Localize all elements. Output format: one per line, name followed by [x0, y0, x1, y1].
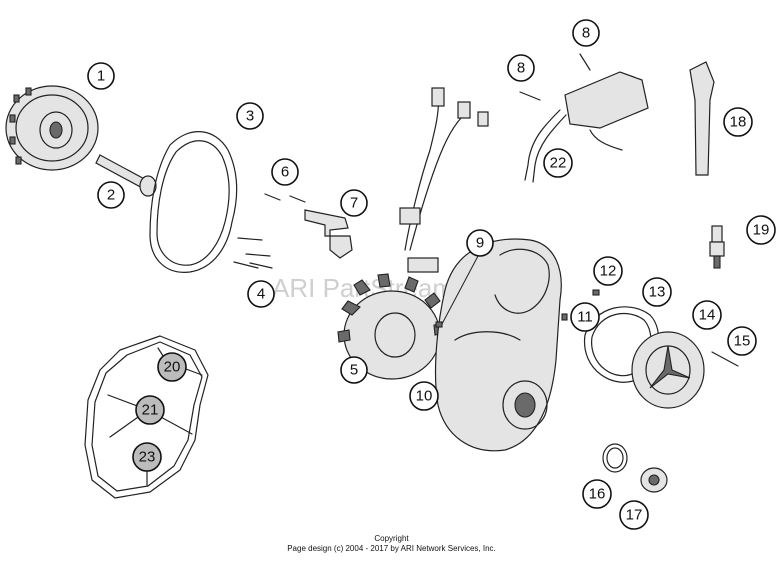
svg-text:6: 6	[281, 164, 289, 181]
part-coil-bolt-a[interactable]	[519, 91, 541, 101]
callout-13[interactable]: 13	[642, 277, 672, 307]
svg-text:8: 8	[517, 60, 525, 77]
svg-text:1: 1	[97, 68, 105, 85]
part-cover-bolt[interactable]	[711, 351, 739, 367]
callout-18[interactable]: 18	[723, 107, 753, 137]
footer-page-design: Page design (c) 2004 - 2017 by ARI Netwo…	[287, 544, 496, 553]
callout-2[interactable]: 2	[97, 181, 125, 209]
callout-21[interactable]: 21	[135, 395, 165, 425]
part-spark-plug-connector[interactable]	[689, 61, 715, 176]
svg-text:9: 9	[476, 235, 484, 252]
callout-15[interactable]: 15	[727, 326, 757, 356]
callout-20[interactable]: 20	[157, 352, 187, 382]
part-cover-gasket[interactable]	[149, 131, 238, 273]
svg-text:17: 17	[626, 507, 643, 524]
footer-copyright: Copyright	[374, 534, 409, 543]
part-spark-plug[interactable]	[709, 225, 725, 269]
part-plug-11[interactable]	[561, 313, 568, 321]
part-stator-harness[interactable]	[337, 87, 489, 380]
callout-6[interactable]: 6	[271, 158, 299, 186]
part-cable-bracket[interactable]	[304, 209, 353, 259]
callout-12[interactable]: 12	[593, 256, 623, 286]
callout-19[interactable]: 19	[746, 215, 776, 245]
callout-3[interactable]: 3	[236, 102, 264, 130]
callout-23[interactable]: 23	[132, 442, 162, 472]
callout-17[interactable]: 17	[619, 500, 649, 530]
part-screw-plug[interactable]	[640, 467, 668, 493]
callout-16[interactable]: 16	[582, 479, 612, 509]
part-ignition-coil[interactable]	[524, 71, 649, 183]
svg-text:3: 3	[246, 108, 254, 125]
callout-14[interactable]: 14	[692, 300, 722, 330]
svg-text:20: 20	[164, 359, 181, 376]
svg-text:4: 4	[257, 286, 265, 303]
svg-text:23: 23	[139, 449, 156, 466]
part-flywheel-rotor[interactable]	[5, 85, 99, 171]
callout-22[interactable]: 22	[543, 148, 573, 178]
svg-text:18: 18	[730, 114, 747, 131]
callout-10[interactable]: 10	[409, 381, 439, 411]
svg-text:5: 5	[350, 362, 358, 379]
callout-1[interactable]: 1	[87, 62, 115, 90]
svg-text:11: 11	[577, 309, 593, 326]
part-ignition-cover[interactable]	[434, 238, 562, 452]
callout-8a[interactable]: 8	[507, 54, 535, 82]
svg-text:8: 8	[582, 25, 590, 42]
callout-5[interactable]: 5	[340, 356, 368, 384]
svg-text:19: 19	[753, 222, 770, 239]
callout-4[interactable]: 4	[247, 280, 275, 308]
part-screws-6[interactable]	[264, 193, 306, 203]
part-rotor-bolt[interactable]	[95, 154, 157, 197]
svg-text:21: 21	[142, 402, 159, 419]
part-plug-9[interactable]	[435, 321, 443, 328]
part-timing-cover[interactable]	[631, 331, 705, 409]
svg-text:15: 15	[734, 333, 751, 350]
svg-text:12: 12	[600, 263, 617, 280]
svg-text:10: 10	[416, 388, 433, 405]
part-screws-4[interactable]	[233, 237, 273, 269]
svg-text:14: 14	[699, 307, 716, 324]
svg-text:7: 7	[350, 195, 358, 212]
callout-7[interactable]: 7	[340, 189, 368, 217]
svg-text:22: 22	[550, 155, 567, 172]
part-coil-bolt-b[interactable]	[579, 53, 591, 71]
svg-text:13: 13	[649, 284, 666, 301]
part-o-ring[interactable]	[602, 443, 628, 473]
svg-text:16: 16	[589, 486, 606, 503]
part-plug-12[interactable]	[592, 289, 600, 296]
callout-8b[interactable]: 8	[572, 19, 600, 47]
callout-9[interactable]: 9	[466, 229, 494, 257]
svg-text:2: 2	[107, 187, 115, 204]
callout-11[interactable]: 11	[570, 302, 600, 332]
leader-line-9	[441, 255, 479, 325]
